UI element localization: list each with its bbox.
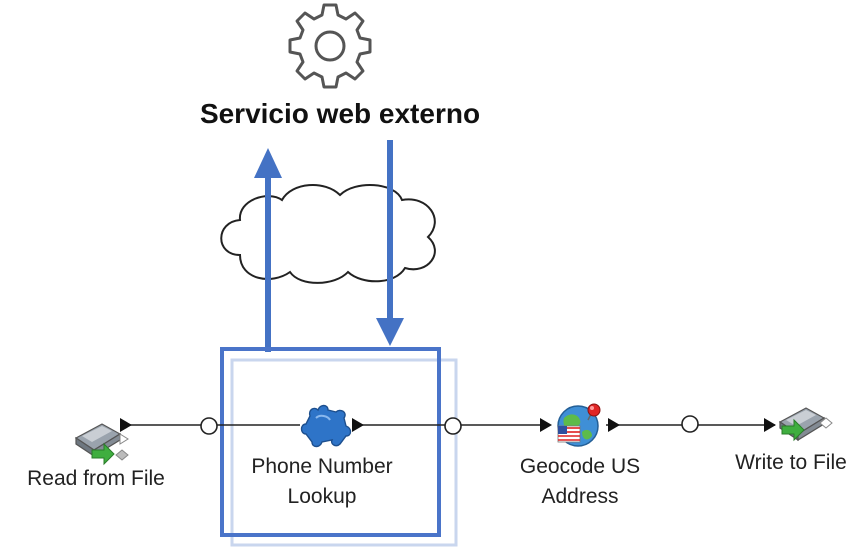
- connector-node[interactable]: [681, 415, 699, 433]
- diagram-title: Servicio web externo: [199, 98, 481, 129]
- write-to-file-label: Write to File: [735, 451, 847, 474]
- connector-node[interactable]: [444, 417, 462, 435]
- read-from-file-label: Read from File: [27, 467, 165, 490]
- geocode-label-line1: Geocode US: [519, 455, 641, 478]
- file-write-icon[interactable]: [778, 407, 833, 442]
- gear-icon: [288, 3, 372, 89]
- puzzle-icon[interactable]: [300, 404, 352, 448]
- highlight-box: [220, 347, 458, 547]
- globe-flag-icon[interactable]: [557, 403, 601, 447]
- geocode-label-line2: Address: [541, 485, 619, 508]
- phone-number-label-line1: Phone Number: [251, 455, 393, 478]
- file-read-icon[interactable]: [74, 423, 129, 466]
- response-arrow: [376, 140, 404, 346]
- phone-number-label-line2: Lookup: [287, 485, 357, 508]
- connector-node[interactable]: [200, 417, 218, 435]
- cloud-icon: [220, 183, 436, 284]
- request-arrow: [254, 148, 282, 352]
